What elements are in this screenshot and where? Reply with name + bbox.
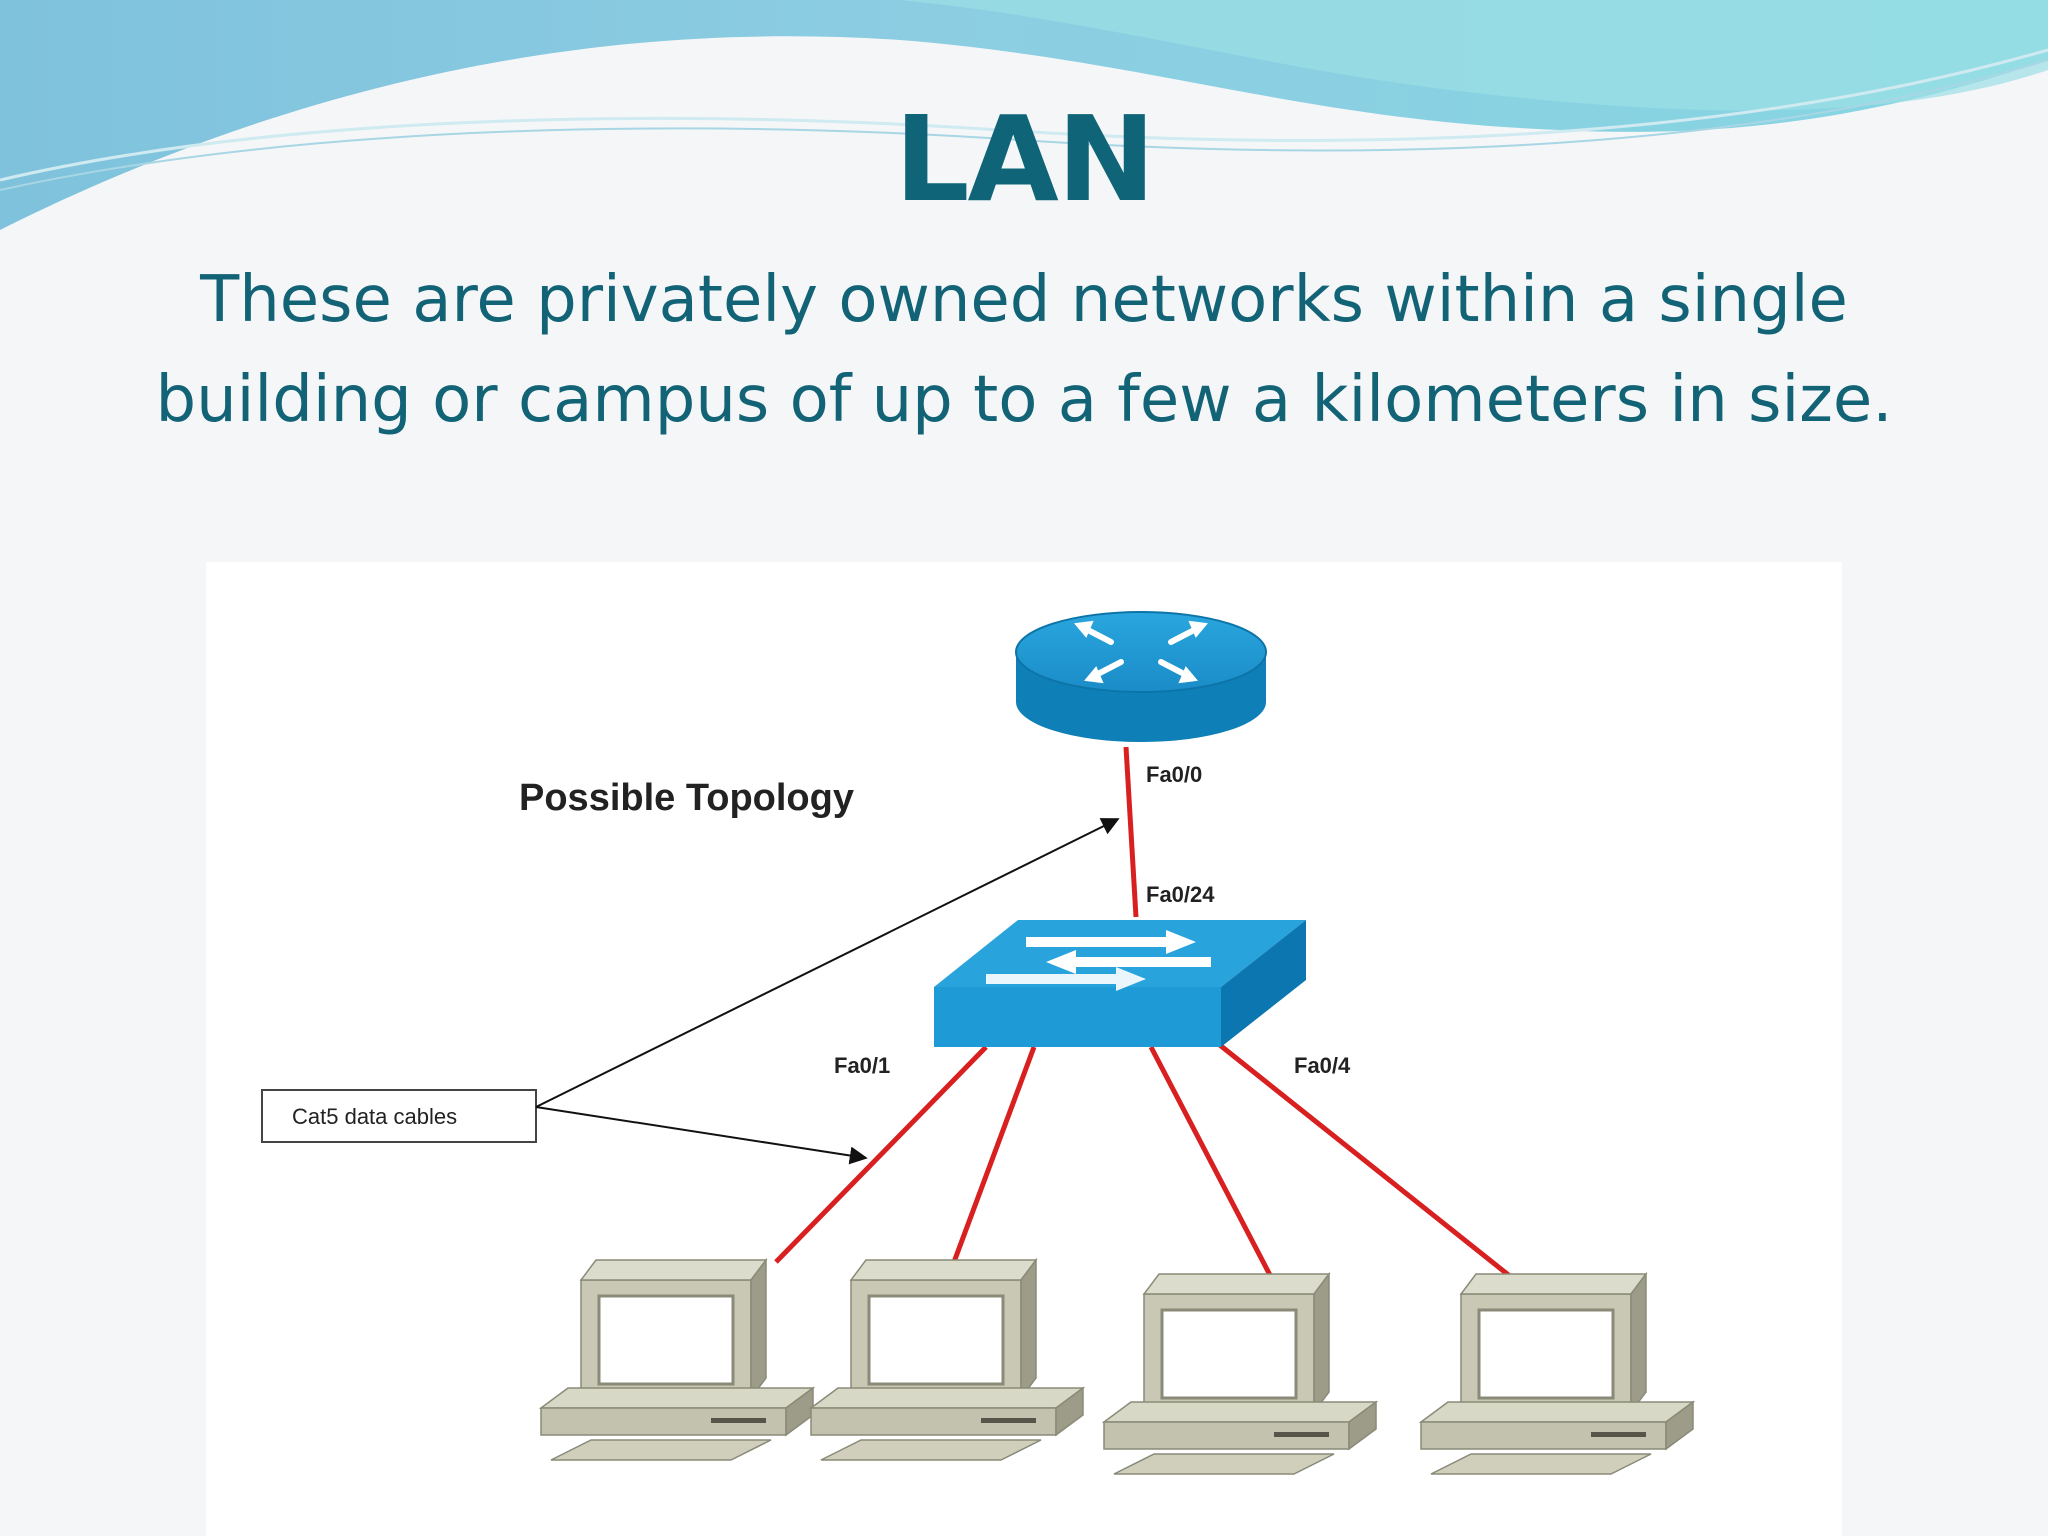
header-wave-decoration: [0, 0, 2048, 230]
slide-subtitle: These are privately owned networks withi…: [100, 250, 1948, 450]
computer-icon: [808, 1257, 1086, 1461]
cable-router-switch: [1123, 746, 1139, 918]
slide-title: LAN: [894, 90, 1155, 228]
topology-svg: Fa0/0 Fa0/24 Fa0/1 Fa0/4 Possible Topolo…: [261, 611, 1696, 1475]
computer-icon: [1418, 1271, 1696, 1475]
cable-links: [774, 746, 1513, 1279]
topology-diagram: Fa0/0 Fa0/24 Fa0/1 Fa0/4 Possible Topolo…: [206, 562, 1842, 1536]
computer-icon: [1101, 1271, 1379, 1475]
port-label-switch-uplink: Fa0/24: [1146, 882, 1215, 907]
cable-pc-1: [774, 1045, 988, 1264]
callout-arrow-lower: [535, 1106, 868, 1165]
switch-icon: [934, 920, 1306, 1047]
port-label-router: Fa0/0: [1146, 762, 1202, 787]
cable-callout-label: Cat5 data cables: [292, 1104, 457, 1129]
callout-arrow-upper: [535, 818, 1120, 1108]
cable-callout-box: [261, 1089, 537, 1143]
router-icon: [1015, 611, 1267, 742]
topology-heading: Possible Topology: [519, 777, 854, 819]
subtitle-line-2: building or campus of up to a few a kilo…: [155, 363, 1893, 437]
cable-pc-2: [951, 1046, 1037, 1263]
port-label-switch-first: Fa0/1: [834, 1053, 890, 1078]
computer-icon: [538, 1257, 816, 1461]
computers: [538, 1257, 1696, 1475]
cable-pc-4: [1214, 1040, 1513, 1279]
cable-pc-3: [1148, 1045, 1274, 1279]
subtitle-line-1: These are privately owned networks withi…: [200, 263, 1848, 337]
port-label-switch-last: Fa0/4: [1294, 1053, 1351, 1078]
